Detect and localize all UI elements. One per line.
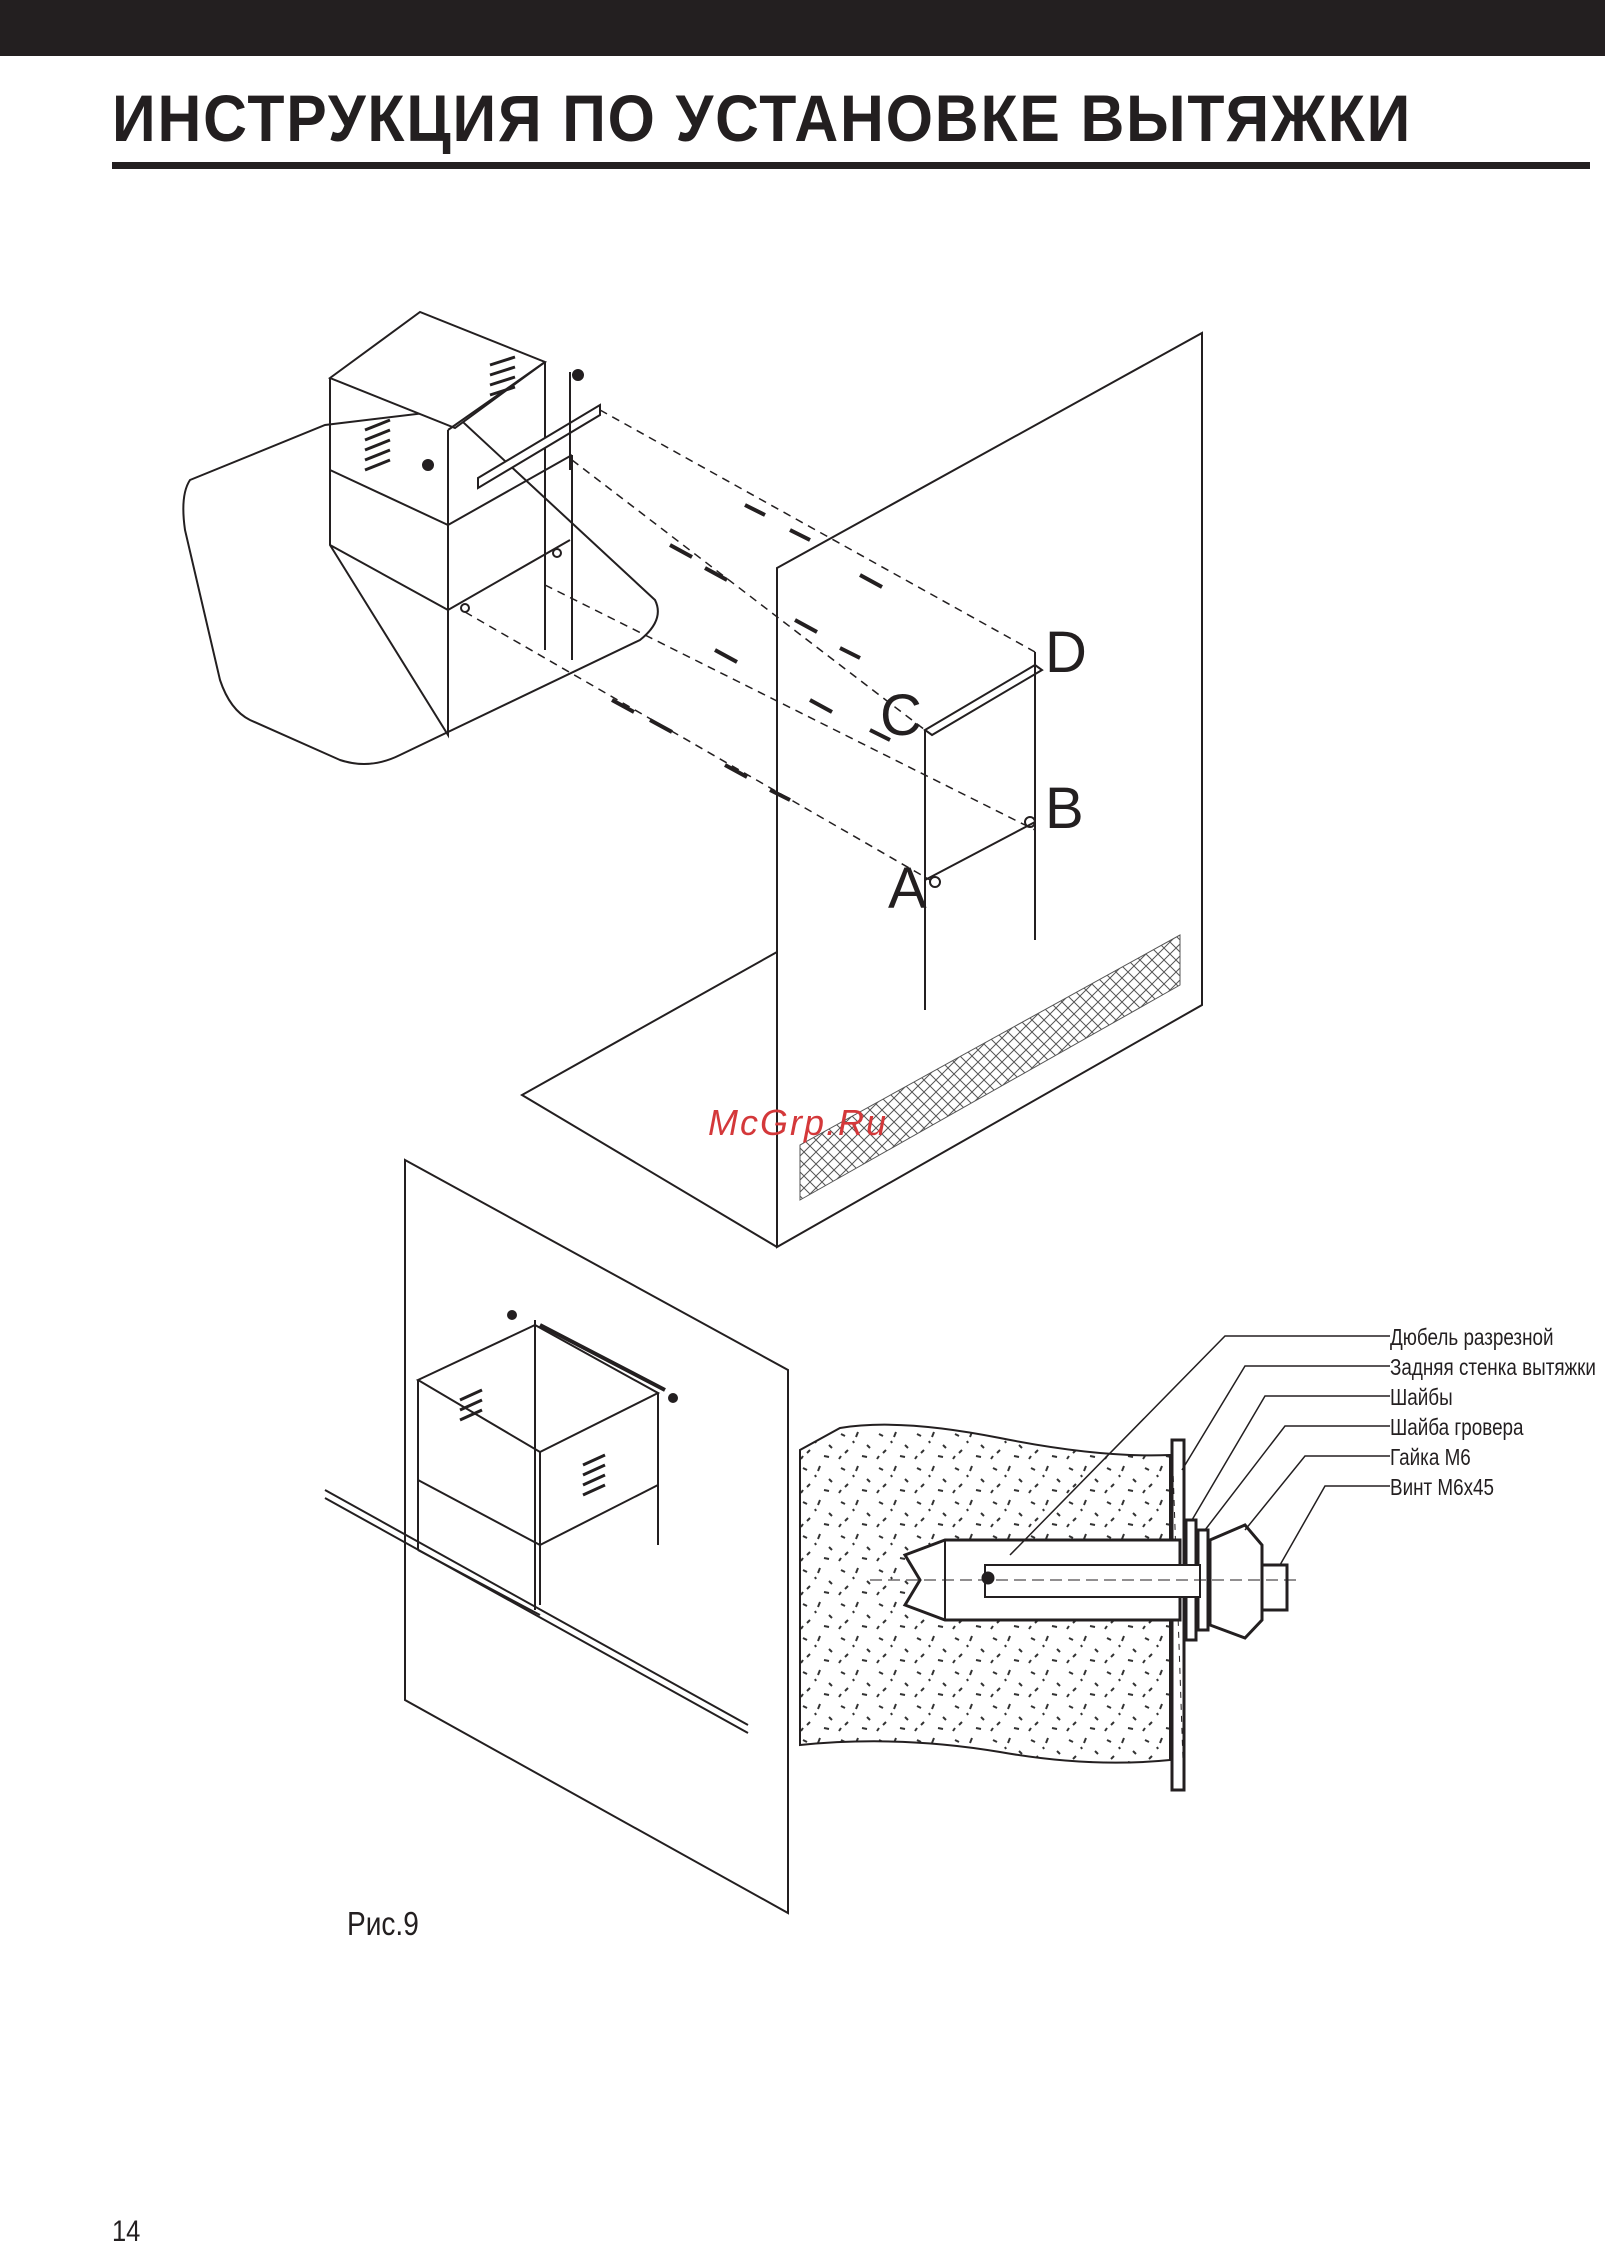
bottom-left-diagram (325, 1160, 788, 1913)
label-c: C (880, 683, 922, 748)
hood-bracket (478, 405, 600, 488)
wall-anchors (612, 505, 890, 800)
legend-item: Шайбы (1390, 1382, 1562, 1412)
screw-shaft (985, 1565, 1200, 1597)
nut-m6 (1210, 1525, 1262, 1638)
legend-item: Гайка М6 (1390, 1442, 1562, 1472)
hood-canopy (183, 410, 658, 764)
watermark: McGrp.Ru (708, 1102, 888, 1144)
legend-item: Дюбель разрезной (1390, 1322, 1562, 1352)
alignment-lines (465, 410, 1035, 880)
anchor-detail (800, 1336, 1390, 1790)
legend-item: Винт М6х45 (1390, 1472, 1562, 1502)
floor-plane (522, 952, 777, 1247)
page-number: 14 (112, 2215, 140, 2249)
shelf-edge (325, 1490, 748, 1733)
wall-bracket (925, 665, 1042, 735)
wall-panel-2 (405, 1160, 788, 1913)
legend-item: Шайба гровера (1390, 1412, 1562, 1442)
legend-item: Задняя стенка вытяжки (1390, 1352, 1562, 1382)
label-a: A (888, 856, 927, 921)
figure-caption: Рис.9 (347, 1905, 419, 1943)
hood-chimney (330, 312, 545, 428)
screw-head (1262, 1565, 1287, 1610)
label-b: B (1045, 776, 1084, 841)
chimney-box-2 (418, 1325, 658, 1452)
parts-legend: Дюбель разрезной Задняя стенка вытяжки Ш… (1390, 1322, 1600, 1502)
label-d: D (1045, 620, 1087, 685)
point-labels: D C B A (880, 620, 1087, 921)
